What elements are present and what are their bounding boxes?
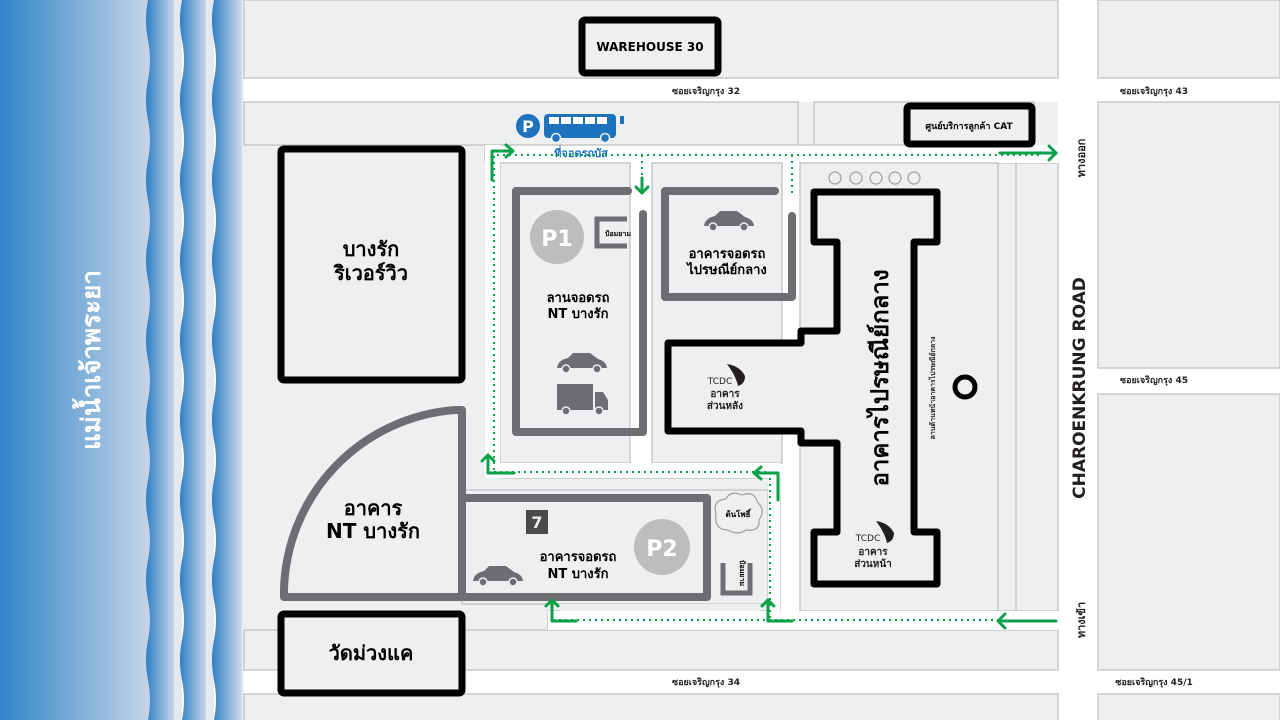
svg-text:ลานจอดรถ: ลานจอดรถ: [547, 291, 610, 306]
bodhi-tree[interactable]: ต้นโพธิ์: [714, 492, 763, 534]
svg-text:TCDC: TCDC: [855, 534, 880, 544]
svg-text:บางรัก: บางรัก: [343, 237, 400, 261]
post-office-plaza-label: ลานด้านหน้าอาคารไปรษณีย์กลาง: [928, 336, 937, 439]
svg-text:ป้อมยาม: ป้อมยาม: [605, 229, 631, 238]
bus-icon: [544, 114, 624, 144]
road-soi-45: [1098, 368, 1280, 394]
landmark-circle-icon: [952, 374, 978, 400]
entrance-label: ทางเข้า: [1075, 602, 1088, 638]
road-label-soi-43: ซอยเจริญกรุง 43: [1120, 86, 1188, 97]
arrow-up-icon: [550, 598, 578, 623]
tcdc-rear[interactable]: TCDC อาคาร ส่วนหลัง: [707, 364, 745, 412]
svg-text:ไปรษณีย์กลาง: ไปรษณีย์กลาง: [685, 261, 767, 278]
svg-text:NT บางรัก: NT บางรัก: [326, 519, 420, 543]
guard-booth-icon: [720, 563, 753, 596]
svg-text:ส่วนหลัง: ส่วนหลัง: [707, 400, 743, 412]
road-label-soi-45: ซอยเจริญกรุง 45: [1120, 375, 1188, 386]
building-wat-muang-khae[interactable]: วัดม่วงแค: [277, 610, 466, 697]
road-label-soi-32: ซอยเจริญกรุง 32: [672, 86, 740, 97]
svg-text:อาคาร: อาคาร: [710, 389, 740, 400]
svg-text:ริเวอร์วิว: ริเวอร์วิว: [333, 261, 408, 285]
svg-text:วัดม่วงแค: วัดม่วงแค: [329, 641, 414, 665]
svg-text:NT บางรัก: NT บางรัก: [547, 307, 608, 322]
arrow-right-icon: [490, 149, 514, 182]
car-icon: [473, 566, 523, 587]
exit-label: ทางออก: [1075, 138, 1088, 177]
truck-icon: [557, 384, 608, 416]
p1-badge: [530, 210, 584, 264]
road-soi-32: [244, 78, 1280, 102]
guard-booth-p2[interactable]: ป้อมยาม: [720, 560, 753, 596]
road-label-soi-34: ซอยเจริญกรุง 34: [672, 677, 740, 688]
seven-eleven-icon: 7: [526, 510, 548, 534]
warehouse-label: WAREHOUSE 30: [596, 40, 703, 54]
guard-booth-icon: [594, 216, 627, 249]
parking-p-icon: [516, 114, 540, 138]
svg-text:อาคาร: อาคาร: [858, 547, 888, 558]
cat-center-label: ศูนย์บริการลูกค้า CAT: [925, 120, 1013, 132]
svg-text:NT บางรัก: NT บางรัก: [547, 567, 608, 582]
building-cat-center[interactable]: ศูนย์บริการลูกค้า CAT: [903, 102, 1036, 148]
post-office-label: อาคารไปรษณีย์กลาง: [865, 269, 894, 486]
road-soi-45-1: [1098, 670, 1280, 694]
arrow-up-icon: [766, 598, 794, 623]
tcdc-front[interactable]: TCDC อาคาร ส่วนหน้า: [854, 521, 894, 570]
svg-text:7: 7: [531, 513, 542, 532]
tree-icon: [714, 492, 763, 534]
svg-text:อาคาร: อาคาร: [344, 496, 403, 520]
svg-text:P2: P2: [646, 537, 677, 562]
svg-text:อาคารจอดรถ: อาคารจอดรถ: [540, 550, 617, 565]
p2-badge: [634, 519, 690, 575]
building-main-post-office[interactable]: อาคารไปรษณีย์กลาง TCDC อาคาร ส่วนหลัง TC…: [664, 188, 941, 588]
bus-parking[interactable]: P ที่จอดรถบัส: [516, 114, 624, 160]
car-icon: [557, 353, 607, 374]
tcdc-logo-icon: [727, 364, 745, 386]
trees-row: [828, 171, 921, 185]
parking-p1[interactable]: P1 ป้อมยาม ลานจอดรถ NT บางรัก: [512, 187, 647, 436]
arrow-left-icon: [752, 471, 780, 502]
building-nt-bangrak[interactable]: อาคาร NT บางรัก: [280, 406, 466, 601]
svg-text:ต้นโพธิ์: ต้นโพธิ์: [725, 508, 752, 519]
svg-text:P: P: [522, 117, 534, 136]
road-label-charoenkrung: CHAROENKRUNG ROAD: [1070, 277, 1090, 499]
building-bangrak-riverview[interactable]: บางรัก ริเวอร์วิว: [277, 145, 466, 384]
car-icon: [704, 211, 754, 232]
building-warehouse-30[interactable]: WAREHOUSE 30: [578, 16, 722, 77]
svg-text:อาคารจอดรถ: อาคารจอดรถ: [689, 247, 766, 262]
arrow-up-icon: [486, 453, 516, 475]
parking-post-office[interactable]: อาคารจอดรถ ไปรษณีย์กลาง: [661, 187, 796, 301]
parking-p2[interactable]: 7 P2 อาคารจอดรถ NT บางรัก: [458, 494, 711, 601]
bus-parking-label: ที่จอดรถบัส: [554, 145, 608, 160]
river-label: แม่น้ำเจ้าพระยา: [71, 270, 107, 450]
svg-text:ส่วนหน้า: ส่วนหน้า: [854, 558, 892, 570]
river: แม่น้ำเจ้าพระยา: [0, 0, 242, 720]
road-label-soi-45-1: ซอยเจริญกรุง 45/1: [1115, 677, 1193, 688]
svg-text:TCDC: TCDC: [707, 377, 732, 387]
tcdc-logo-icon: [876, 521, 894, 543]
route-arrows: [480, 143, 1058, 630]
road-charoenkrung: [1058, 0, 1098, 720]
svg-text:ป้อมยาม: ป้อมยาม: [738, 560, 747, 586]
svg-text:P1: P1: [541, 227, 572, 252]
